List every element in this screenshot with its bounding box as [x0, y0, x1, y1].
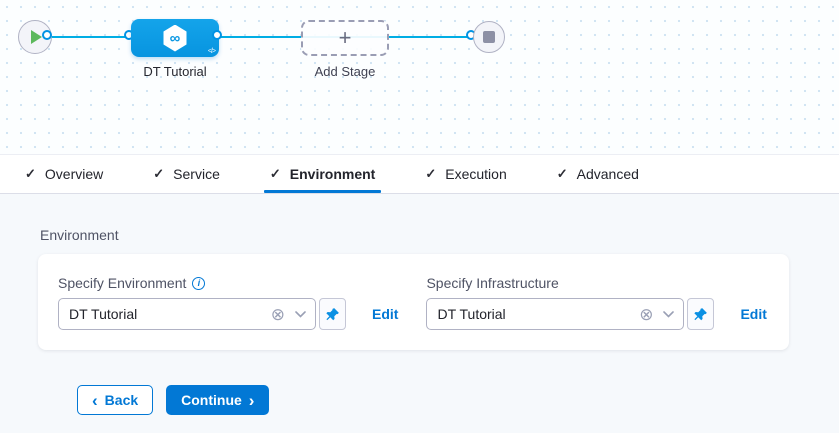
pin-icon [326, 307, 339, 320]
code-icon: </> [207, 48, 216, 55]
continue-button-label: Continue [181, 392, 242, 408]
infrastructure-field-label: Specify Infrastructure [426, 275, 559, 291]
tab-overview[interactable]: ✓ Overview [25, 155, 103, 193]
plus-icon: + [338, 25, 352, 50]
check-icon: ✓ [556, 166, 568, 181]
pipeline-end-node[interactable] [473, 21, 505, 53]
continue-button[interactable]: Continue › [166, 385, 270, 415]
edit-infrastructure-link[interactable]: Edit [740, 306, 767, 322]
tab-environment[interactable]: ✓ Environment [263, 155, 382, 193]
edit-environment-link[interactable]: Edit [372, 306, 399, 322]
environment-select[interactable]: ⊗ [58, 298, 316, 330]
tab-label: Environment [289, 166, 376, 182]
pin-environment-button[interactable] [319, 298, 346, 330]
add-stage-button[interactable]: + [301, 20, 389, 56]
tab-label: Execution [445, 166, 507, 182]
check-icon: ✓ [153, 166, 165, 181]
pin-icon [694, 307, 708, 320]
infrastructure-field-block: Specify Infrastructure ⊗ Edit [426, 275, 767, 350]
play-icon [31, 30, 42, 44]
add-stage-label: Add Stage [314, 64, 376, 79]
tab-label: Service [173, 166, 220, 182]
chevron-down-icon[interactable] [295, 310, 306, 318]
chevron-right-icon: › [248, 390, 255, 410]
stage-config-tabbar: ✓ Overview ✓ Service ✓ Environment ✓ Exe… [0, 155, 839, 194]
tab-service[interactable]: ✓ Service [153, 155, 220, 193]
info-icon[interactable]: i [192, 276, 206, 290]
environment-card: Specify Environment i ⊗ Edit [38, 254, 789, 350]
harness-deploy-icon: ∞ [163, 24, 187, 52]
tab-advanced[interactable]: ✓ Advanced [557, 155, 639, 193]
tab-label: Overview [44, 166, 104, 182]
infrastructure-select[interactable]: ⊗ [426, 298, 685, 330]
clear-icon[interactable]: ⊗ [639, 304, 654, 324]
environment-field-label: Specify Environment [58, 275, 187, 291]
pipeline-canvas: ∞ </> DT Tutorial + Add Stage [0, 0, 839, 155]
stage-node-dt-tutorial[interactable]: ∞ </> [131, 19, 219, 57]
environment-field-block: Specify Environment i ⊗ Edit [58, 275, 398, 350]
check-icon: ✓ [25, 166, 36, 181]
stage-node-label: DT Tutorial [143, 64, 207, 79]
stage-right-port [212, 30, 222, 40]
clear-icon[interactable]: ⊗ [270, 304, 285, 324]
chevron-down-icon[interactable] [663, 310, 675, 318]
back-button-label: Back [104, 392, 139, 408]
back-button[interactable]: ‹ Back [77, 385, 154, 415]
tab-execution[interactable]: ✓ Execution [425, 155, 506, 193]
wizard-footer: ‹ Back Continue › [77, 385, 839, 415]
section-title: Environment [40, 227, 119, 243]
environment-select-input[interactable] [69, 306, 271, 322]
start-node-port [42, 30, 52, 40]
infrastructure-select-input[interactable] [437, 306, 640, 322]
pipeline-connector-line [48, 36, 474, 38]
check-icon: ✓ [425, 166, 437, 181]
check-icon: ✓ [269, 166, 281, 181]
chevron-left-icon: ‹ [92, 390, 98, 410]
stop-icon [483, 31, 495, 43]
tab-label: Advanced [576, 166, 639, 182]
environment-tab-panel: Environment Specify Environment i ⊗ [0, 194, 839, 415]
pin-infrastructure-button[interactable] [687, 298, 715, 330]
